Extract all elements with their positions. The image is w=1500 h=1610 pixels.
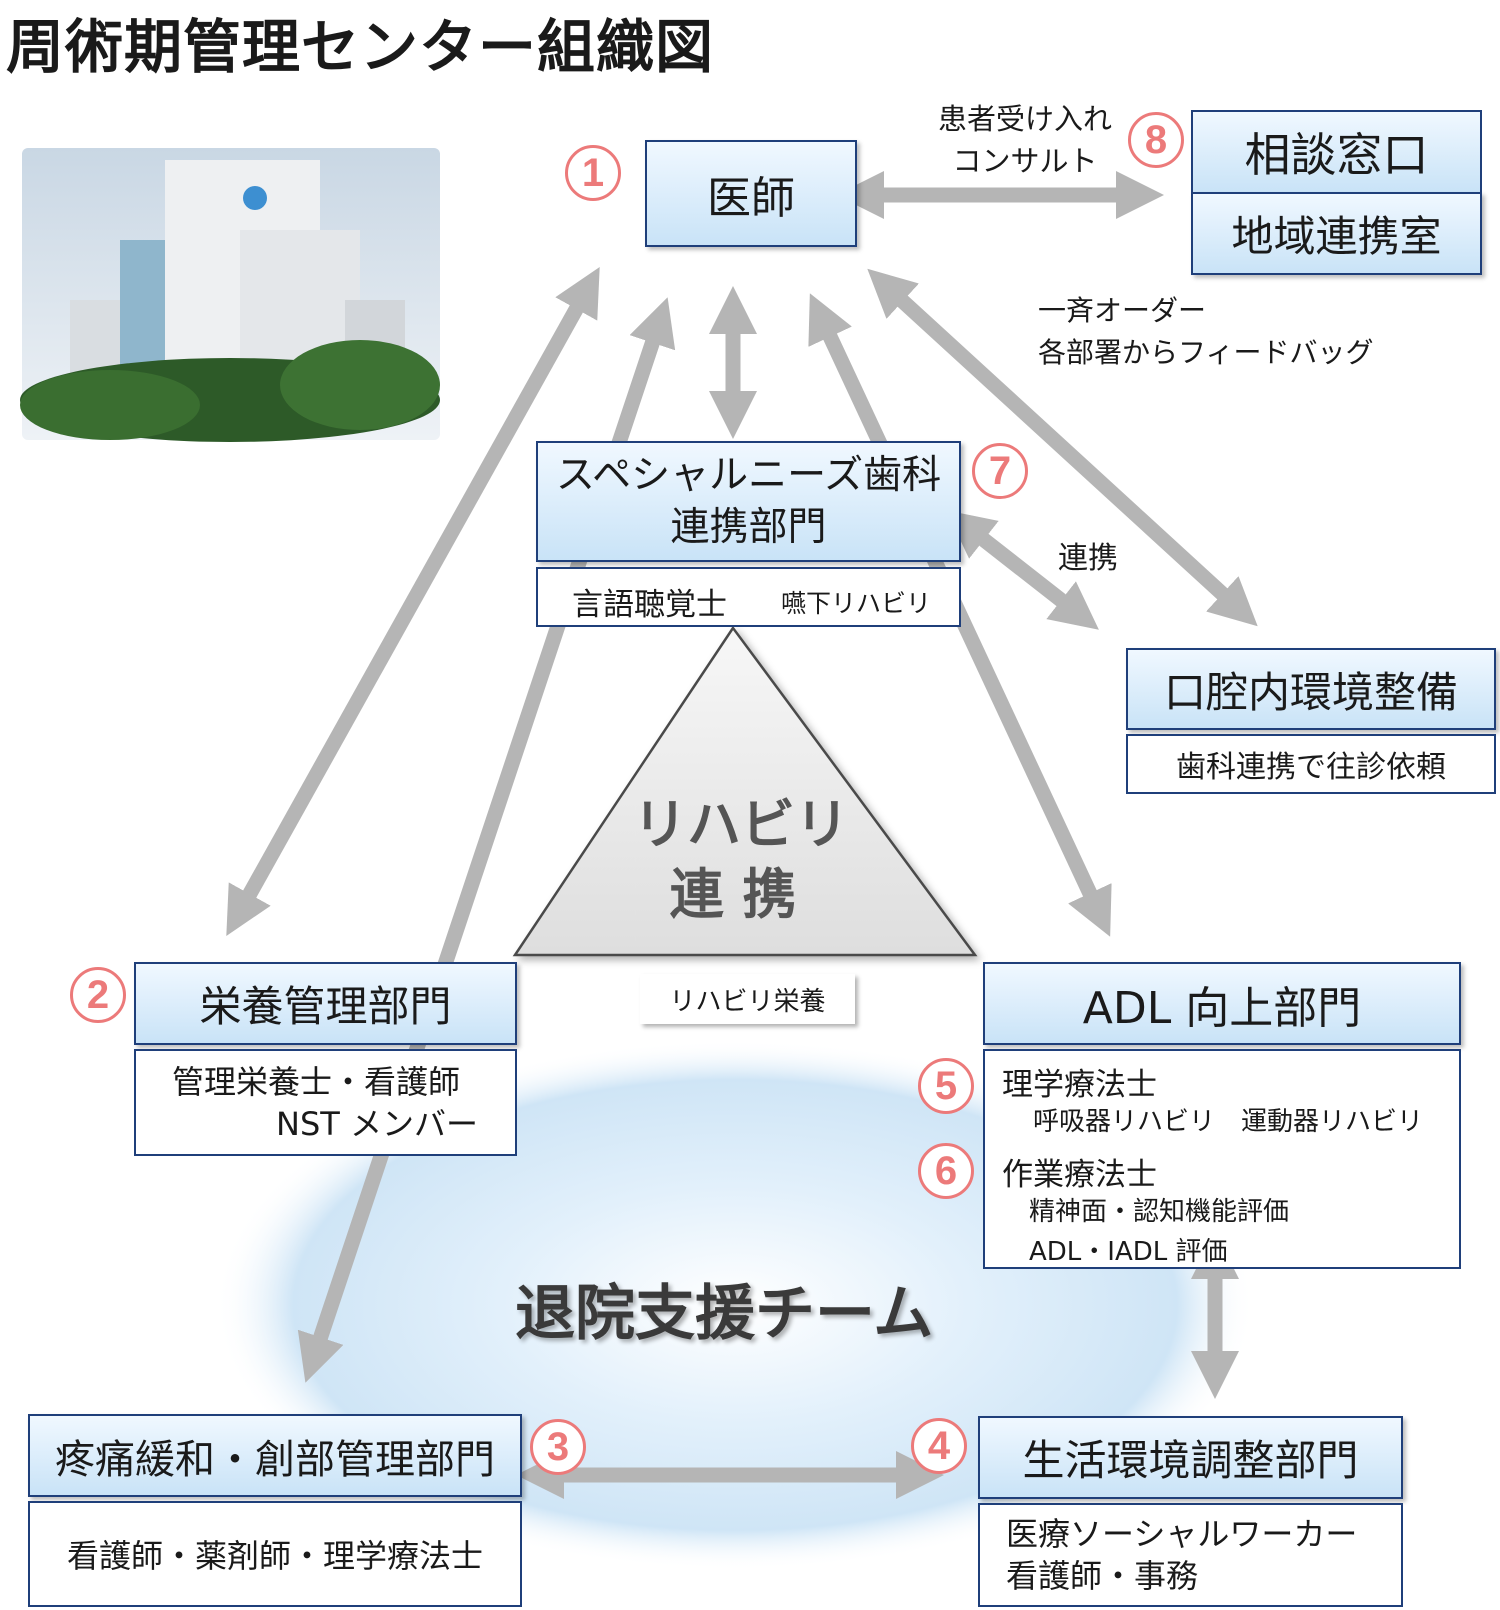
rehab-nutrition-label: リハビリ栄養 <box>669 986 826 1017</box>
consult-label: 相談窓口 <box>1244 128 1429 182</box>
special-dental-sub-box: 言語聴覚士 嚥下リハビリ <box>536 567 961 627</box>
arrow-order-line2: 各部署からフィードバッグ <box>1038 336 1374 369</box>
pain-sub-box: 看護師・薬剤師・理学療法士 <box>28 1501 522 1607</box>
regional-office-label: 地域連携室 <box>1231 212 1442 261</box>
life-sub1: 医療ソーシャルワーカー <box>1006 1515 1358 1553</box>
badge-2: 2 <box>70 967 126 1023</box>
badge-7: 7 <box>972 443 1028 499</box>
arrow-dental-oral <box>946 510 1099 630</box>
special-dental-box: スペシャルニーズ歯科 連携部門 <box>536 441 961 562</box>
arrow-doctor-oral <box>867 268 1258 627</box>
life-box: 生活環境調整部門 <box>978 1416 1403 1499</box>
arrow-order-label: 一斉オーダー 各部署からフィードバッグ <box>1038 290 1373 374</box>
adl-ot-sub2: ADL・IADL 評価 <box>1029 1237 1228 1267</box>
special-dental-line1: スペシャルニーズ歯科 <box>555 452 942 498</box>
oral-box: 口腔内環境整備 <box>1126 648 1496 730</box>
adl-box: ADL 向上部門 <box>983 962 1461 1045</box>
discharge-team-label: 退院支援チーム <box>515 1279 934 1349</box>
badge-4: 4 <box>911 1418 967 1474</box>
oral-label: 口腔内環境整備 <box>1163 667 1458 717</box>
nutrition-sub1: 管理栄養士・看護師 <box>172 1063 461 1101</box>
adl-ot-sub1: 精神面・認知機能評価 <box>1029 1197 1290 1227</box>
triangle-line1: リハビリ <box>633 793 849 856</box>
pain-sub: 看護師・薬剤師・理学療法士 <box>66 1537 483 1575</box>
rehab-triangle <box>512 625 978 957</box>
consult-box: 相談窓口 <box>1191 110 1482 194</box>
adl-pt: 理学療法士 <box>1002 1067 1157 1103</box>
special-dental-line2: 連携部門 <box>670 504 827 550</box>
adl-ot: 作業療法士 <box>1002 1157 1157 1193</box>
pain-label: 疼痛緩和・創部管理部門 <box>55 1436 495 1483</box>
oral-sub-box: 歯科連携で往診依頼 <box>1126 734 1496 794</box>
page-title: 周術期管理センター組織図 <box>6 13 715 81</box>
rehab-nutrition-note: リハビリ栄養 <box>640 974 855 1024</box>
arrow-consult-line2: コンサルト <box>952 144 1098 178</box>
doctor-label: 医師 <box>707 172 795 224</box>
badge-6: 6 <box>918 1143 974 1199</box>
adl-label: ADL 向上部門 <box>1082 982 1362 1034</box>
triangle-text: リハビリ 連 携 <box>633 790 849 930</box>
badge-5: 5 <box>918 1058 974 1114</box>
arrow-dental-label: 連携 <box>1058 541 1118 576</box>
adl-sub-box: 理学療法士 呼吸器リハビリ 運動器リハビリ 作業療法士 精神面・認知機能評価 A… <box>983 1049 1461 1269</box>
life-label: 生活環境調整部門 <box>1022 1436 1359 1485</box>
badge-3: 3 <box>530 1419 586 1475</box>
arrow-consult-line1: 患者受け入れ <box>937 102 1112 136</box>
hospital-photo <box>20 148 440 442</box>
pain-box: 疼痛緩和・創部管理部門 <box>28 1414 522 1497</box>
arrow-consult-label: 患者受け入れ コンサルト <box>930 96 1120 180</box>
badge-8: 8 <box>1128 112 1184 168</box>
doctor-box: 医師 <box>645 140 857 247</box>
life-sub2: 看護師・事務 <box>1006 1557 1199 1595</box>
regional-office-box: 地域連携室 <box>1191 192 1482 275</box>
badge-1: 1 <box>565 145 621 201</box>
special-dental-sub2: 嚥下リハビリ <box>781 589 932 618</box>
special-dental-sub1: 言語聴覚士 <box>572 587 727 623</box>
life-sub-box: 医療ソーシャルワーカー 看護師・事務 <box>978 1503 1403 1607</box>
nutrition-box: 栄養管理部門 <box>134 962 517 1045</box>
nutrition-label: 栄養管理部門 <box>199 982 452 1031</box>
triangle-line2: 連 携 <box>669 863 797 926</box>
adl-pt-sub: 呼吸器リハビリ 運動器リハビリ <box>1033 1107 1424 1137</box>
oral-sub: 歯科連携で往診依頼 <box>1176 750 1446 785</box>
nutrition-sub-box: 管理栄養士・看護師 NST メンバー <box>134 1049 517 1156</box>
arrow-order-line1: 一斉オーダー <box>1038 294 1207 327</box>
nutrition-sub2: NST メンバー <box>276 1105 478 1143</box>
